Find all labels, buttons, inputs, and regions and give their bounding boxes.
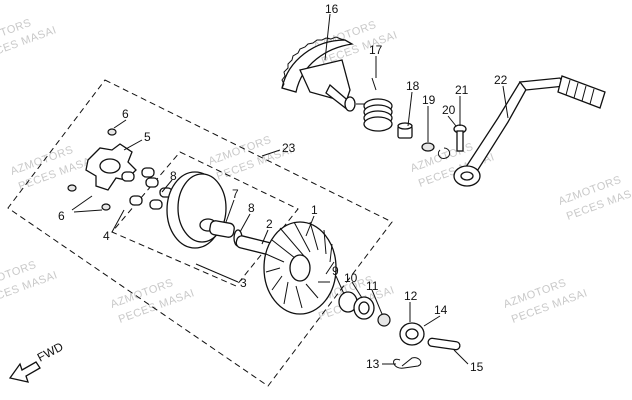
callout-20: 20 [442,103,456,117]
callout-4: 4 [103,229,110,243]
forward-label: FWD [35,339,66,364]
callout-5: 5 [144,130,151,144]
slider-pieces [67,128,117,211]
callout-16: 16 [325,2,339,16]
movable-drive-face [166,171,227,249]
variator-ramp-plate [85,143,137,191]
circlip [437,147,451,159]
callout-9: 9 [332,264,339,278]
callout-3: 3 [240,276,247,290]
callout-2: 2 [266,217,273,231]
kick-spring [356,77,393,132]
pin [427,337,461,351]
kick-lever [453,75,606,187]
callout-10: 10 [344,271,358,285]
bushing [397,122,413,139]
kick-gear-segment [281,36,356,112]
callout-6-left: 6 [58,209,65,223]
callout-8-left: 8 [170,169,177,183]
callout-23: 23 [282,141,296,155]
washer [421,142,435,152]
forward-direction-indicator: FWD [8,339,66,383]
callout-19: 19 [422,93,436,107]
callout-18: 18 [406,79,420,93]
callout-17: 17 [369,43,383,57]
callout-1: 1 [311,203,318,217]
callout-11: 11 [366,279,379,293]
leader-lines [71,13,509,365]
callout-7: 7 [232,187,239,201]
callout-labels: 16 17 18 19 20 21 22 23 6 5 6 4 8 7 8 2 … [58,2,508,374]
callout-13: 13 [366,357,380,371]
lock-clip [393,357,422,369]
shaft-washers [338,291,425,346]
callout-8-right: 8 [248,201,255,215]
callout-14: 14 [434,303,448,317]
callout-12: 12 [404,289,418,303]
callout-21: 21 [455,83,469,97]
forward-arrow-icon [8,361,41,383]
callout-22: 22 [494,73,508,87]
callout-15: 15 [470,360,484,374]
outer-assembly-box [7,79,393,387]
callout-6-top: 6 [122,107,129,121]
fixed-fan-drive-face [263,221,337,315]
